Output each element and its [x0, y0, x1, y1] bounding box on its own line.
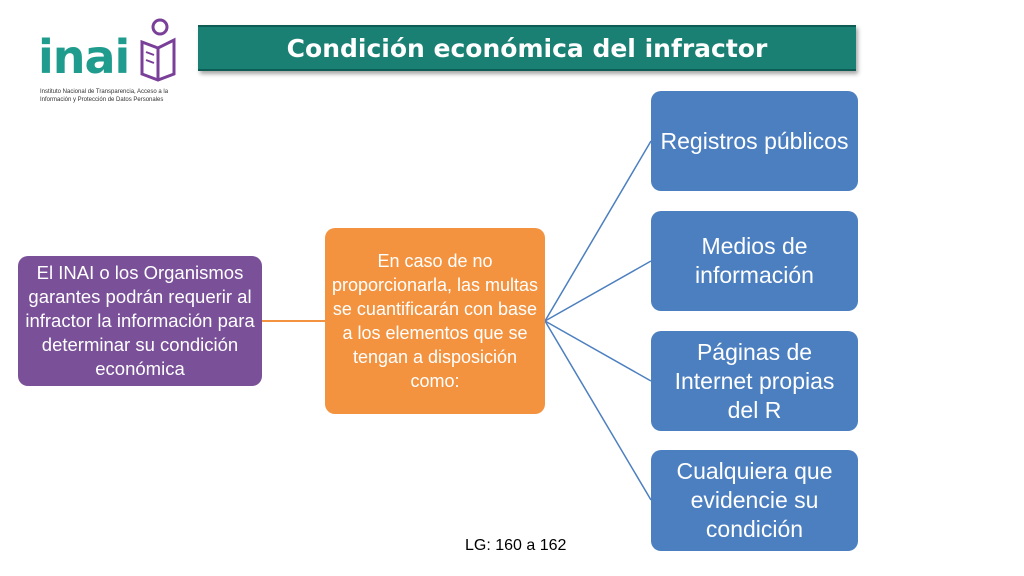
title-bar: Condición económica del infractor — [198, 25, 856, 71]
node-paginas-internet: Páginas de Internet propias del R — [651, 331, 858, 431]
connector-middle-medios — [544, 260, 652, 322]
logo-subtitle: Instituto Nacional de Transparencia, Acc… — [40, 89, 169, 103]
node-paginas-internet-text: Páginas de Internet propias del R — [674, 338, 835, 423]
footnote-reference: LG: 160 a 162 — [465, 537, 567, 554]
node-fines-quantification: En caso de no proporcionarla, las multas… — [325, 228, 545, 414]
logo-wordmark: inai — [38, 30, 130, 84]
node-cualquiera-evidencie: Cualquiera que evidencie su condición — [651, 450, 858, 551]
node-inai-requirement: El INAI o los Organismos garantes podrán… — [18, 256, 262, 386]
connector-middle-paginas — [544, 320, 652, 382]
node-registros-publicos-text: Registros públicos — [660, 127, 849, 154]
node-registros-publicos: Registros públicos — [651, 91, 858, 191]
logo-book-person-icon — [140, 18, 176, 82]
node-medios-informacion-text: Medios de información — [695, 233, 814, 288]
connector-middle-registros — [544, 140, 652, 322]
node-cualquiera-evidencie-text: Cualquiera que evidencie su condición — [676, 458, 833, 542]
node-inai-requirement-text: El INAI o los Organismos garantes podrán… — [25, 262, 255, 379]
connector-middle-cualquiera — [544, 320, 652, 501]
node-fines-quantification-text: En caso de no proporcionarla, las multas… — [331, 251, 539, 391]
page-title: Condición económica del infractor — [286, 33, 768, 63]
node-medios-informacion: Medios de información — [651, 211, 858, 311]
inai-logo: inai Instituto Nacional de Transparencia… — [38, 18, 188, 108]
